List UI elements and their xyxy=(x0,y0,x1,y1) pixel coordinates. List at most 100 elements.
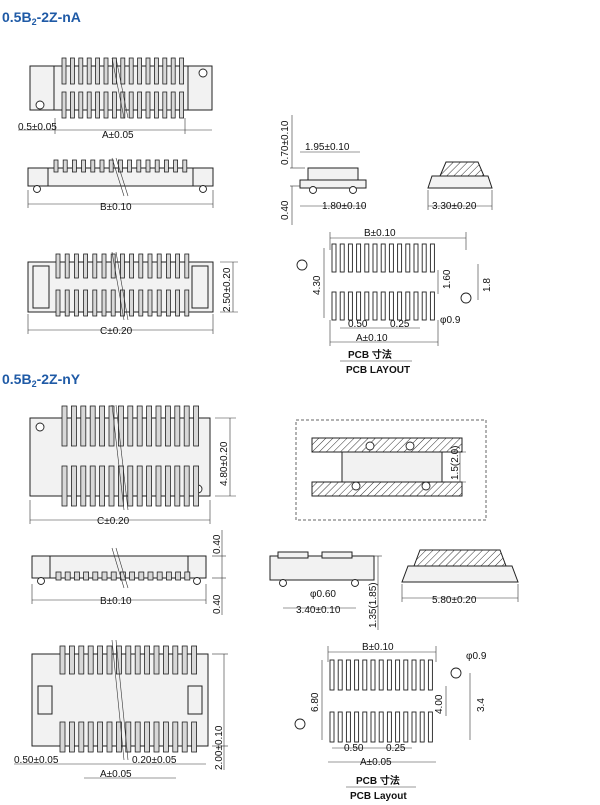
na-pcb-outer-label: 1.8 xyxy=(482,278,493,292)
pcb-pad xyxy=(337,659,343,691)
na-pcb-inner-label: 1.60 xyxy=(442,269,453,289)
connector-pin xyxy=(103,91,109,119)
connector-pin xyxy=(162,57,168,85)
connector-pin xyxy=(183,405,190,447)
ny-side-view xyxy=(31,530,226,615)
connector-pin xyxy=(61,57,67,85)
connector-pin xyxy=(87,645,94,675)
connector-pin xyxy=(179,91,185,119)
connector-pin xyxy=(193,405,200,447)
connector-pin xyxy=(172,721,179,753)
connector-pin xyxy=(78,91,84,119)
ny-pcb-pad-width-label: 0.25 xyxy=(386,743,406,754)
connector-pin xyxy=(138,571,145,581)
connector-pin xyxy=(191,645,198,675)
na-side-view xyxy=(27,157,214,208)
connector-pin xyxy=(110,571,117,581)
ny-end-height-label: 1.35(1.85) xyxy=(368,582,379,628)
pcb-pad xyxy=(413,291,419,321)
connector-pin xyxy=(182,159,188,173)
pcb-pad xyxy=(395,659,401,691)
pcb-pad xyxy=(429,243,435,273)
pcb-pad xyxy=(372,243,378,273)
connector-pin xyxy=(165,289,171,317)
pcb-pad xyxy=(354,659,360,691)
na-pcb-caption-cn: PCB 寸法 xyxy=(348,348,392,361)
connector-pin xyxy=(64,571,71,581)
connector-pin xyxy=(71,405,77,447)
ny-top-height-label: 4.80±0.20 xyxy=(219,441,230,486)
connector-pin xyxy=(110,253,116,279)
ny-pcb-layout xyxy=(294,646,471,788)
connector-pin xyxy=(181,721,188,753)
connector-pin xyxy=(191,721,198,753)
connector-pin xyxy=(184,253,190,279)
pcb-pad xyxy=(356,243,362,273)
connector-pin xyxy=(74,253,79,279)
connector-pin xyxy=(156,253,162,279)
connector-pin xyxy=(138,253,144,279)
connector-pin xyxy=(153,721,160,753)
connector-pin xyxy=(70,91,75,119)
pcb-pad xyxy=(362,711,368,743)
pcb-pad xyxy=(378,711,384,743)
ny-top-c-label: C±0.20 xyxy=(97,516,130,527)
connector-pin xyxy=(71,465,77,507)
na-end-top-width-label: 1.95±0.10 xyxy=(305,142,350,153)
pcb-pad xyxy=(347,243,353,273)
pcb-pad xyxy=(345,659,351,691)
connector-pin xyxy=(103,57,109,85)
connector-pin xyxy=(129,571,136,581)
connector-pin xyxy=(129,289,135,317)
na-iso-width-label: 3.30±0.20 xyxy=(432,201,477,212)
pcb-pad xyxy=(419,711,425,743)
connector-pin xyxy=(147,253,153,279)
connector-pin xyxy=(120,289,125,317)
pcb-pad xyxy=(331,243,337,273)
connector-pin xyxy=(108,159,114,173)
ny-bottom-height-label: 2.00±0.10 xyxy=(214,725,225,770)
connector-pin xyxy=(108,465,115,507)
connector-pin xyxy=(70,57,75,85)
connector-pin xyxy=(136,159,142,173)
connector-pin xyxy=(127,465,134,507)
pcb-pad xyxy=(388,243,394,273)
pcb-pad xyxy=(427,659,433,691)
connector-pin xyxy=(99,159,105,173)
ny-bottom-pad-label: 0.20±0.05 xyxy=(132,755,177,766)
connector-pin xyxy=(184,289,190,317)
connector-pin xyxy=(153,91,159,119)
connector-pin xyxy=(116,645,122,675)
pcb-pad xyxy=(386,659,392,691)
na-end-view xyxy=(290,115,367,225)
na-pcb-pad-width-label: 0.25 xyxy=(390,319,410,330)
connector-pin xyxy=(106,721,113,753)
connector-pin xyxy=(83,571,89,581)
ny-pcb-pitch-label: 0.50 xyxy=(344,743,364,754)
ny-bottom-pitch-label: 0.50±0.05 xyxy=(14,755,59,766)
connector-pin xyxy=(101,289,107,317)
connector-pin xyxy=(165,253,171,279)
connector-pin xyxy=(175,253,181,279)
na-top-a-label: A±0.05 xyxy=(102,130,134,141)
pcb-pad xyxy=(364,291,370,321)
connector-pin xyxy=(193,465,200,507)
connector-pin xyxy=(164,405,171,447)
na-bottom-height-label: 2.50±0.20 xyxy=(222,267,233,312)
connector-pin xyxy=(184,571,191,581)
connector-pin xyxy=(162,645,169,675)
connector-pin xyxy=(162,91,168,119)
pcb-pad xyxy=(388,291,394,321)
pcb-pad xyxy=(413,243,419,273)
ny-iso-view xyxy=(401,549,519,602)
connector-pin xyxy=(162,721,169,753)
connector-pin xyxy=(80,465,87,507)
connector-pin xyxy=(92,571,99,581)
ny-end-view xyxy=(269,551,382,630)
pcb-pad xyxy=(329,659,335,691)
connector-pin xyxy=(61,465,68,507)
connector-pin xyxy=(134,645,141,675)
ny-stack-height-label: 1.5(2.0) xyxy=(450,446,461,480)
pcb-pad xyxy=(405,243,411,273)
connector-pin xyxy=(147,571,154,581)
